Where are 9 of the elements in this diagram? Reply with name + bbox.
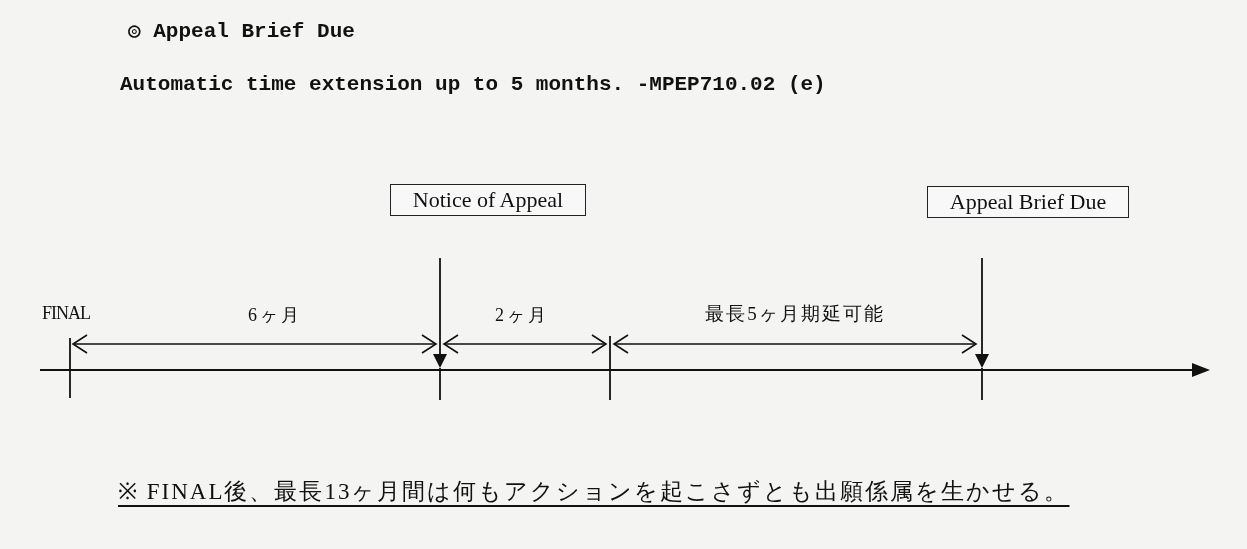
duration-label: 2ヶ月 <box>495 304 549 327</box>
duration-label: 最長5ヶ月期延可能 <box>705 302 885 326</box>
subtitle: Automatic time extension up to 5 months. -MPEP710.02 (e) <box>120 73 826 96</box>
footnote: ※ FINAL後、最長13ヶ月間は何もアクションを起こさずとも出願係属を生かせる。 <box>118 478 1070 506</box>
duration-label: 6ヶ月 <box>248 304 302 327</box>
event-label-box: Appeal Brief Due <box>927 186 1129 218</box>
title: ◎ Appeal Brief Due <box>128 19 355 43</box>
event-label-box: Notice of Appeal <box>390 184 586 216</box>
start-label: FINAL <box>42 303 90 324</box>
